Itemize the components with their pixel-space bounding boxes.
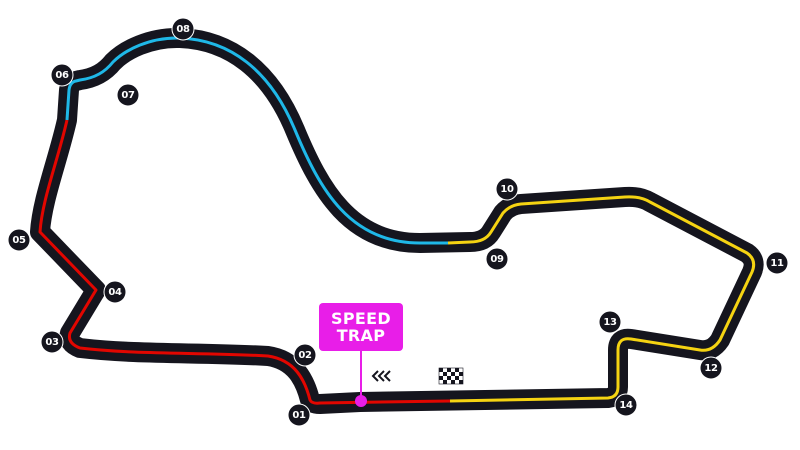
- turn-09: 09: [485, 247, 509, 271]
- turn-14: 14: [614, 393, 638, 417]
- svg-text:06: 06: [55, 70, 69, 81]
- svg-text:04: 04: [108, 287, 122, 298]
- svg-text:13: 13: [603, 317, 617, 328]
- speed-trap-marker[interactable]: [355, 395, 367, 407]
- sector-line-3: [447, 195, 756, 403]
- turn-labels: 01 02 03 04 05 06 07 08 09 10 11 12 13 14: [7, 17, 789, 427]
- sector-line-1: [38, 119, 451, 405]
- turn-13: 13: [598, 310, 622, 334]
- turn-12: 12: [699, 356, 723, 380]
- turn-01: 01: [287, 403, 311, 427]
- svg-text:12: 12: [704, 363, 718, 374]
- svg-text:11: 11: [770, 258, 784, 269]
- svg-text:14: 14: [619, 400, 633, 411]
- svg-text:07: 07: [121, 90, 135, 101]
- turn-08: 08: [171, 17, 195, 41]
- svg-text:01: 01: [292, 410, 306, 421]
- speed-trap-label[interactable]: SPEED TRAP: [319, 303, 403, 351]
- svg-text:02: 02: [298, 350, 312, 361]
- turn-10: 10: [495, 177, 519, 201]
- turn-07: 07: [116, 83, 140, 107]
- checkered-flag-icon: [438, 367, 464, 385]
- turn-04: 04: [103, 280, 127, 304]
- svg-text:05: 05: [12, 235, 26, 246]
- speed-trap-label-line1: SPEED: [331, 309, 391, 328]
- speed-trap-label-line2: TRAP: [336, 326, 386, 345]
- turn-06: 06: [50, 63, 74, 87]
- turn-03: 03: [40, 330, 64, 354]
- turn-05: 05: [7, 228, 31, 252]
- svg-text:10: 10: [500, 184, 514, 195]
- svg-text:03: 03: [45, 337, 59, 348]
- direction-chevrons-left-icon: [371, 370, 391, 382]
- turn-11: 11: [765, 251, 789, 275]
- svg-text:08: 08: [176, 24, 190, 35]
- svg-text:09: 09: [490, 254, 504, 265]
- turn-02: 02: [293, 343, 317, 367]
